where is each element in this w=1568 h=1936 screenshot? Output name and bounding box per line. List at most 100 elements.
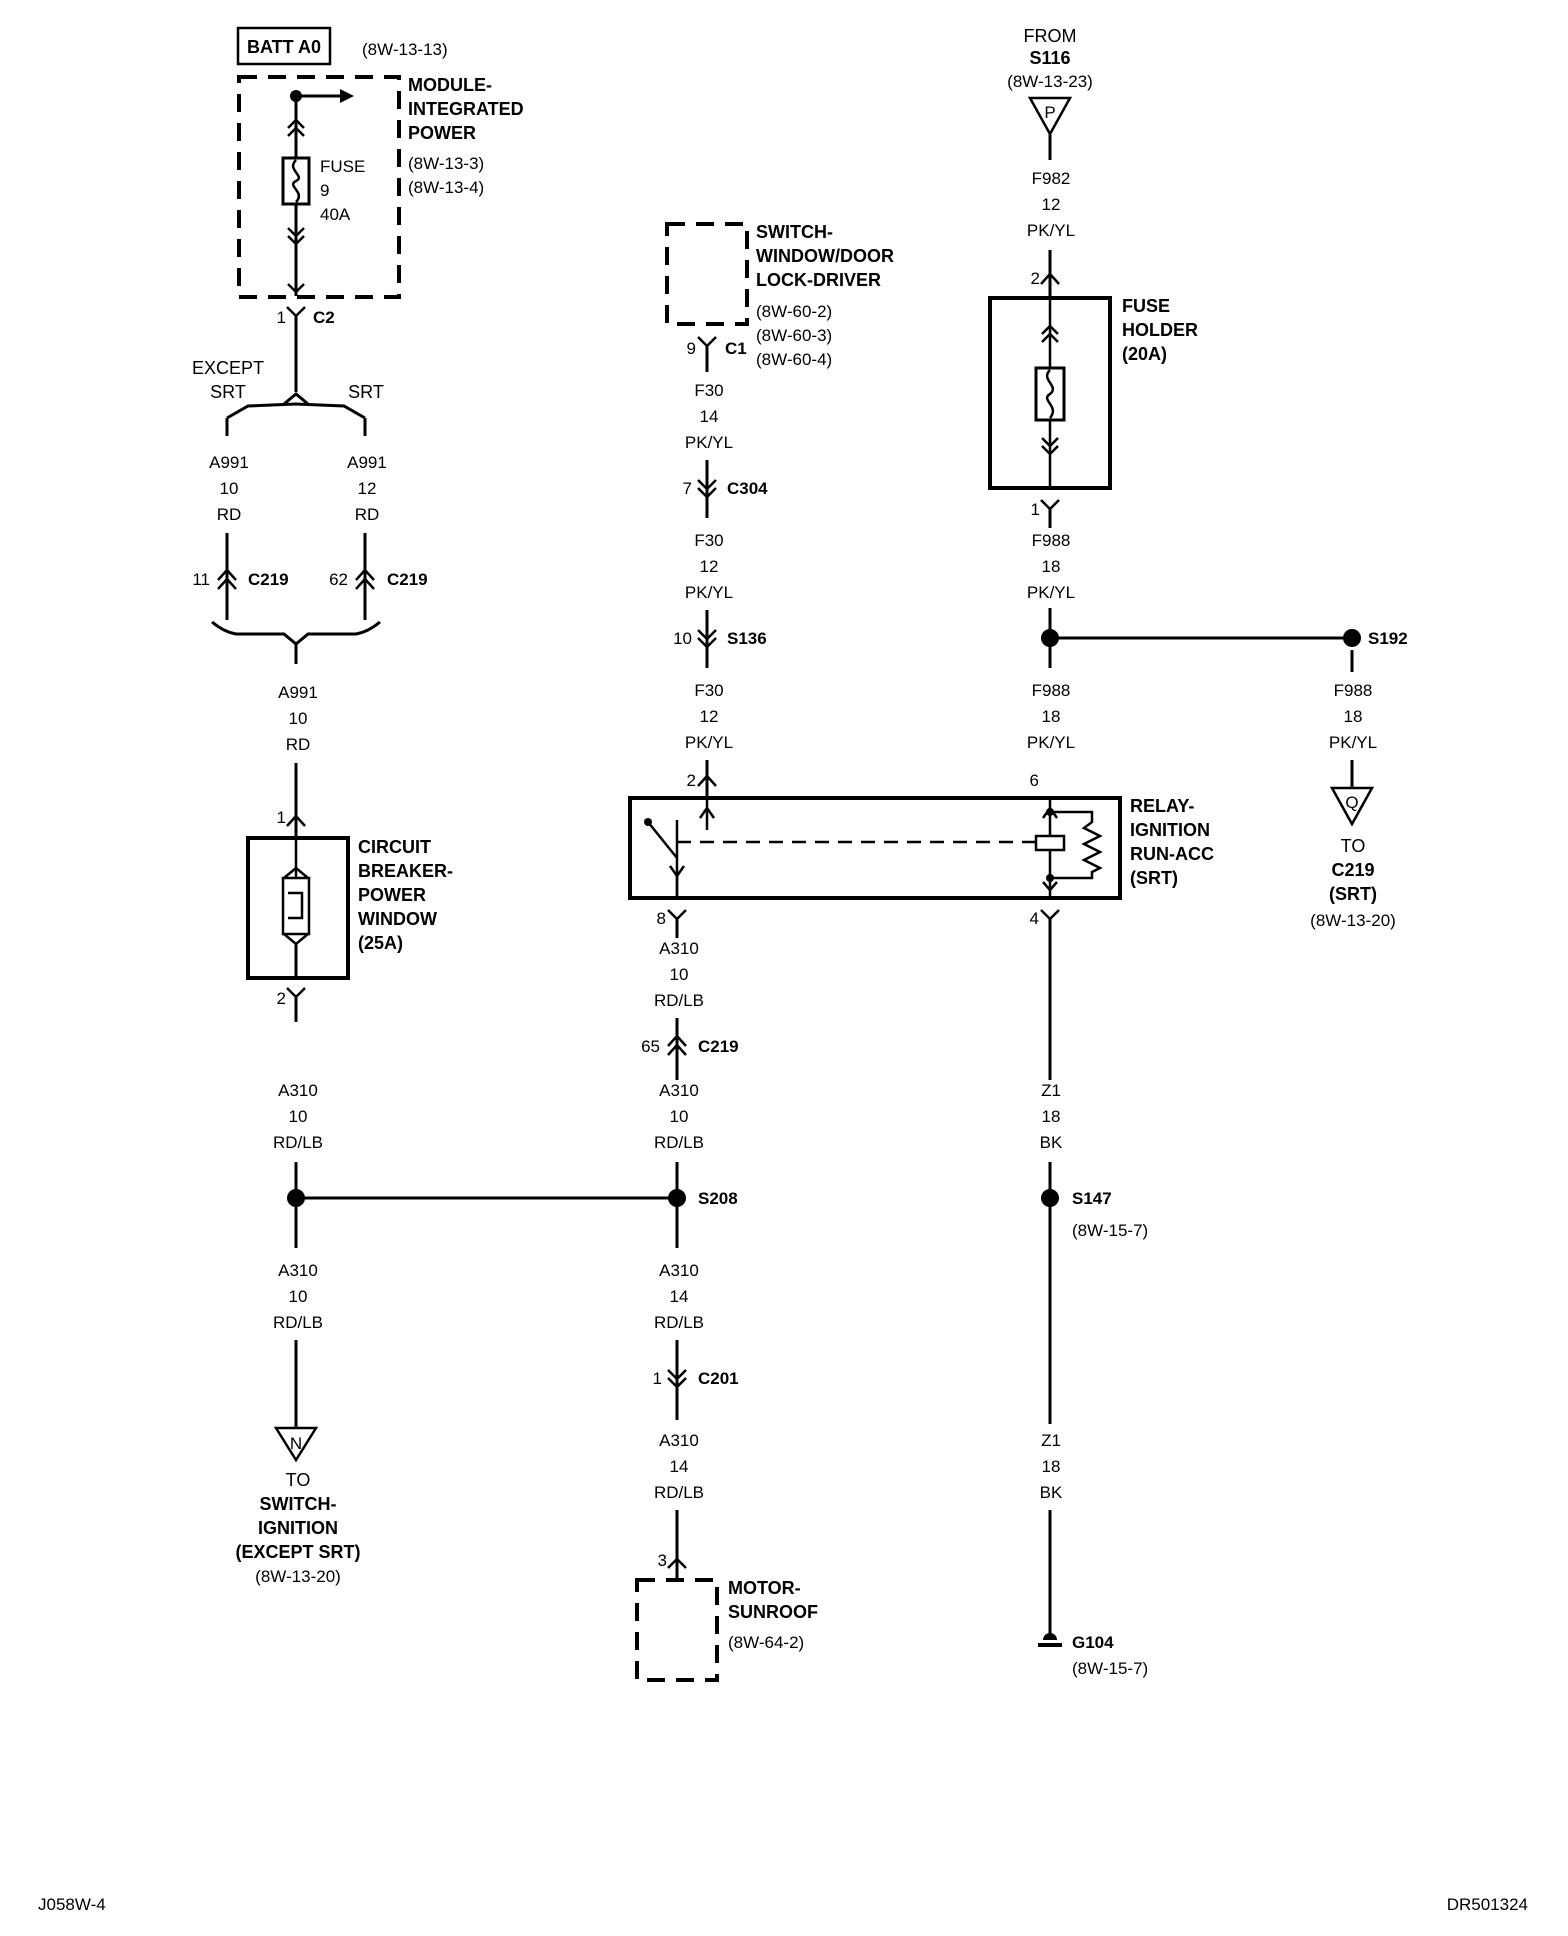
svg-text:7: 7 (683, 479, 692, 498)
svg-text:WINDOW/DOOR: WINDOW/DOOR (756, 246, 894, 266)
svg-text:S147: S147 (1072, 1189, 1112, 1208)
fuse-9-icon (281, 89, 354, 296)
svg-text:C2: C2 (313, 308, 335, 327)
fuse-9-number: 9 (320, 181, 329, 200)
wire-a310-left-upper-gauge: 10 (289, 1107, 308, 1126)
wire-z1-2-id: Z1 (1041, 1431, 1061, 1450)
splice-s147: S147 (8W-15-7) (1041, 1162, 1148, 1424)
wire-f30-1-gauge: 14 (700, 407, 719, 426)
connector-c304: 7 C304 (683, 460, 768, 518)
wire-a991-merged-id: A991 (278, 683, 318, 702)
wire-f982-color: PK/YL (1027, 221, 1075, 240)
connector-q-icon: Q (1329, 760, 1375, 827)
svg-text:1: 1 (277, 808, 286, 827)
conn-n-line1: SWITCH- (260, 1494, 337, 1514)
svg-text:(8W-60-4): (8W-60-4) (756, 350, 832, 369)
wire-a310-mid-3-gauge: 14 (670, 1287, 689, 1306)
module-integrated-power: MODULE- INTEGRATED POWER (8W-13-3) (8W-1… (237, 75, 524, 299)
wire-f30-3-gauge: 12 (700, 707, 719, 726)
wire-f988-1-color: PK/YL (1027, 583, 1075, 602)
svg-text:(SRT): (SRT) (1130, 868, 1178, 888)
svg-text:(8W-13-4): (8W-13-4) (408, 178, 484, 197)
switch-window-door-lock-driver: SWITCH- WINDOW/DOOR LOCK-DRIVER (8W-60-2… (665, 222, 894, 369)
wire-a310-mid-3-color: RD/LB (654, 1313, 704, 1332)
wire-f30-2-id: F30 (694, 531, 723, 550)
wire-f988-1-id: F988 (1032, 531, 1071, 550)
connector-c219-right: 62 C219 (329, 533, 428, 620)
wire-a310-left-lower-color: RD/LB (273, 1313, 323, 1332)
svg-text:FUSE: FUSE (1122, 296, 1170, 316)
svg-text:1: 1 (653, 1369, 662, 1388)
svg-text:S208: S208 (698, 1189, 738, 1208)
batt-ref: (8W-13-13) (362, 40, 448, 59)
wire-f988-3-id: F988 (1334, 681, 1373, 700)
circuit-breaker-power-window: 1 2 CIRCUIT BREAKER- POWER WINDOW (25A) (246, 763, 453, 1022)
svg-text:P: P (1044, 103, 1055, 122)
svg-text:6: 6 (1030, 771, 1039, 790)
footer-code-left: J058W-4 (38, 1895, 106, 1914)
svg-text:MOTOR-: MOTOR- (728, 1578, 801, 1598)
wire-f30-1-id: F30 (694, 381, 723, 400)
relay-pin8-output (667, 909, 687, 938)
svg-text:HOLDER: HOLDER (1122, 320, 1198, 340)
wire-f30-3-color: PK/YL (685, 733, 733, 752)
connector-c201: 1 C201 (653, 1340, 739, 1420)
wire-a991-left-gauge: 10 (220, 479, 239, 498)
wire-a310-left-upper-id: A310 (278, 1081, 318, 1100)
svg-text:SWITCH-: SWITCH- (756, 222, 833, 242)
wire-a991-right-gauge: 12 (358, 479, 377, 498)
svg-text:MODULE-: MODULE- (408, 75, 492, 95)
fuse-9-rating: 40A (320, 205, 351, 224)
svg-text:11: 11 (192, 570, 210, 589)
except-srt-label: SRT (210, 382, 246, 402)
svg-text:65: 65 (641, 1037, 660, 1056)
wire-a310-mid-2-gauge: 10 (670, 1107, 689, 1126)
except-label: EXCEPT (192, 358, 264, 378)
wire-f988-2-gauge: 18 (1042, 707, 1061, 726)
svg-text:(8W-60-3): (8W-60-3) (756, 326, 832, 345)
svg-text:1: 1 (1031, 500, 1040, 519)
svg-text:LOCK-DRIVER: LOCK-DRIVER (756, 270, 881, 290)
svg-text:9: 9 (687, 339, 696, 358)
svg-text:SUNROOF: SUNROOF (728, 1602, 818, 1622)
svg-text:2: 2 (277, 989, 286, 1008)
wire-z1-2-gauge: 18 (1042, 1457, 1061, 1476)
conn-q-ref: (8W-13-20) (1310, 911, 1396, 930)
svg-text:62: 62 (329, 570, 348, 589)
wire-f30-1-color: PK/YL (685, 433, 733, 452)
svg-text:(8W-13-3): (8W-13-3) (408, 154, 484, 173)
conn-q-line2: (SRT) (1329, 884, 1377, 904)
wire-a310-mid-2-color: RD/LB (654, 1133, 704, 1152)
conn-q-line1: C219 (1331, 860, 1374, 880)
wire-z1-1-id: Z1 (1041, 1081, 1061, 1100)
relay-ignition-run-acc: 2 6 8 4 RELAY- IGNITION RUN-ACC (SRT) (628, 760, 1214, 928)
conn-q-to: TO (1341, 836, 1366, 856)
wire-f982-gauge: 12 (1042, 195, 1061, 214)
batt-a0-label: BATT A0 (236, 26, 332, 66)
wire-a991-left-id: A991 (209, 453, 249, 472)
svg-text:4: 4 (1030, 909, 1039, 928)
svg-text:(8W-15-7): (8W-15-7) (1072, 1659, 1148, 1678)
wire-a310-left-lower-id: A310 (278, 1261, 318, 1280)
wire-z1-2-color: BK (1040, 1483, 1063, 1502)
svg-text:IGNITION: IGNITION (1130, 820, 1210, 840)
from-s116-ref: (8W-13-23) (1007, 72, 1093, 91)
conn-n-to: TO (286, 1470, 311, 1490)
from-s116-label: S116 (1029, 48, 1070, 68)
merge-brace (211, 620, 381, 664)
splice-s208-wire (287, 1162, 677, 1248)
wire-a310-mid-4-gauge: 14 (670, 1457, 689, 1476)
wire-f988-3-gauge: 18 (1344, 707, 1363, 726)
svg-text:2: 2 (1031, 269, 1040, 288)
svg-text:(8W-64-2): (8W-64-2) (728, 1633, 804, 1652)
relay-pin4-output (1040, 909, 1060, 1080)
svg-text:C1: C1 (725, 339, 747, 358)
svg-text:(25A): (25A) (358, 933, 403, 953)
svg-text:1: 1 (277, 308, 286, 327)
svg-text:C201: C201 (698, 1369, 739, 1388)
wire-z1-1-color: BK (1040, 1133, 1063, 1152)
wire-f988-3-color: PK/YL (1329, 733, 1377, 752)
svg-text:S192: S192 (1368, 629, 1408, 648)
connector-c2: 1 C2 (277, 306, 335, 392)
svg-text:C219: C219 (248, 570, 289, 589)
